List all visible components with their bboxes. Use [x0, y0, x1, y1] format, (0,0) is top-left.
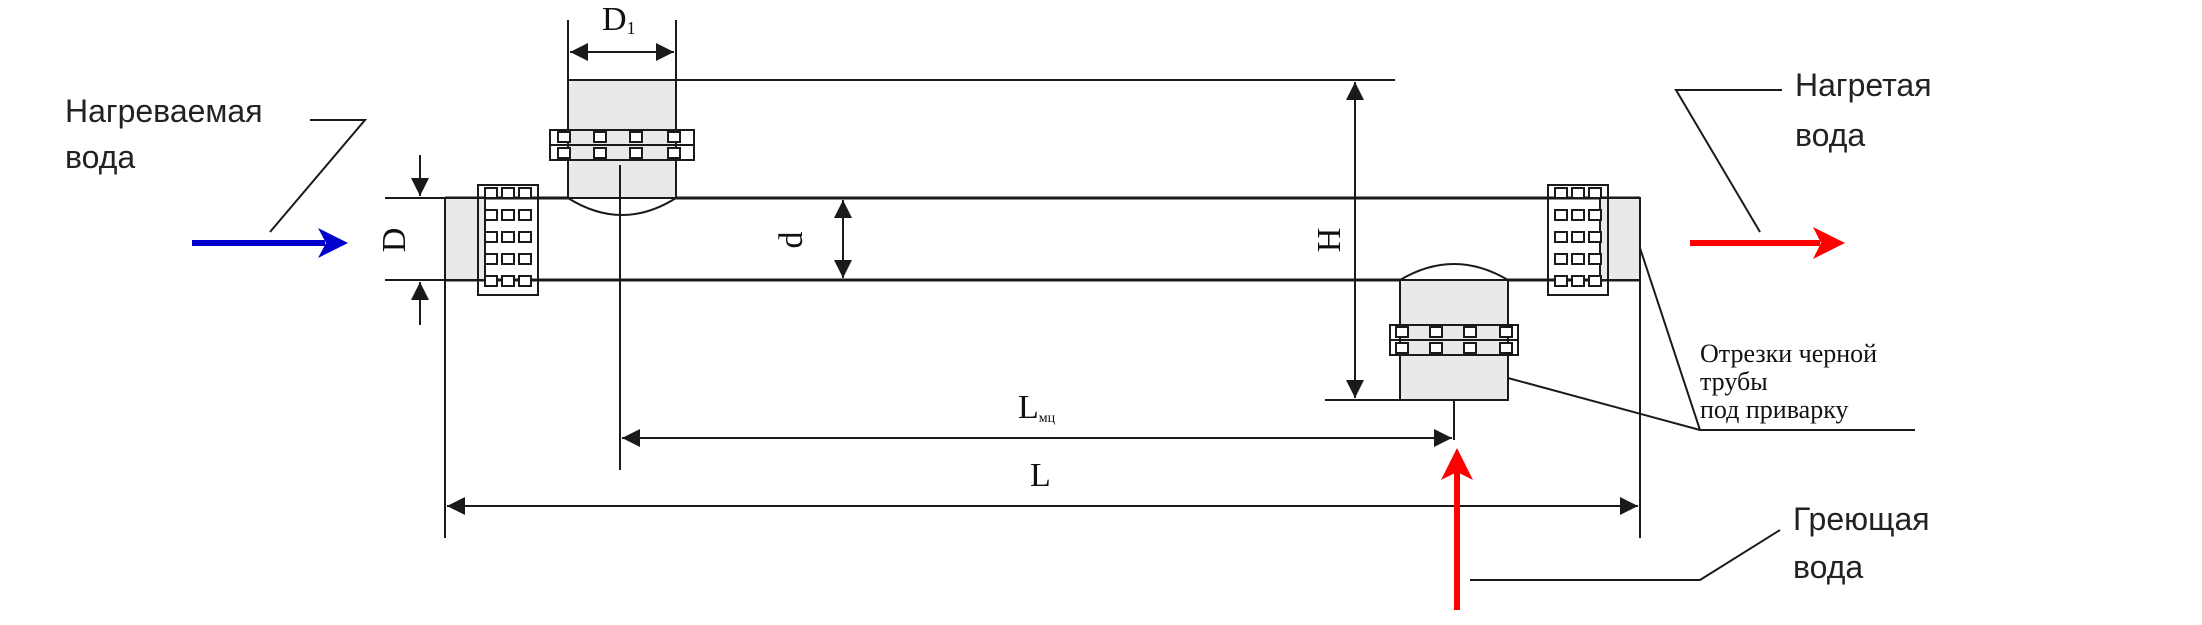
lower-branch [1389, 263, 1519, 401]
dim-d-label: d [773, 232, 810, 249]
inlet-label-line2: вода [65, 139, 135, 175]
inlet-label-line1: Нагреваемая [65, 93, 263, 129]
dim-L-label: L [1030, 457, 1051, 494]
heating-label-line1: Греющая [1793, 501, 1930, 537]
heating-label-line2: вода [1793, 549, 1863, 585]
heating-arrow [1441, 448, 1473, 610]
dim-D1-subscript: 1 [627, 18, 636, 38]
dim-D-label: D [376, 228, 413, 253]
dim-H-label: H [1311, 228, 1348, 253]
pipe-note-line2: трубы [1700, 367, 1768, 396]
right-flange [1547, 184, 1609, 296]
outlet-arrow [1690, 227, 1845, 259]
left-flange [477, 184, 539, 296]
svg-text:Lмц: Lмц [1018, 389, 1056, 426]
pipe-note-line1: Отрезки черной [1700, 339, 1877, 368]
outlet-label-line2: вода [1795, 117, 1865, 153]
pipe-note-line3: под приварку [1700, 395, 1848, 424]
upper-branch [549, 79, 695, 216]
dim-D1-label: D [602, 1, 627, 38]
dim-Lmr-label: L [1018, 389, 1039, 426]
leader-lines [269, 89, 1915, 581]
outlet-label-line1: Нагретая [1795, 67, 1932, 103]
inlet-arrow [192, 228, 348, 258]
dim-Lmr-subscript: мц [1039, 411, 1056, 426]
right-weld-segment [1599, 197, 1641, 281]
dimension-lines [385, 20, 1641, 538]
svg-text:D1: D1 [602, 1, 636, 38]
